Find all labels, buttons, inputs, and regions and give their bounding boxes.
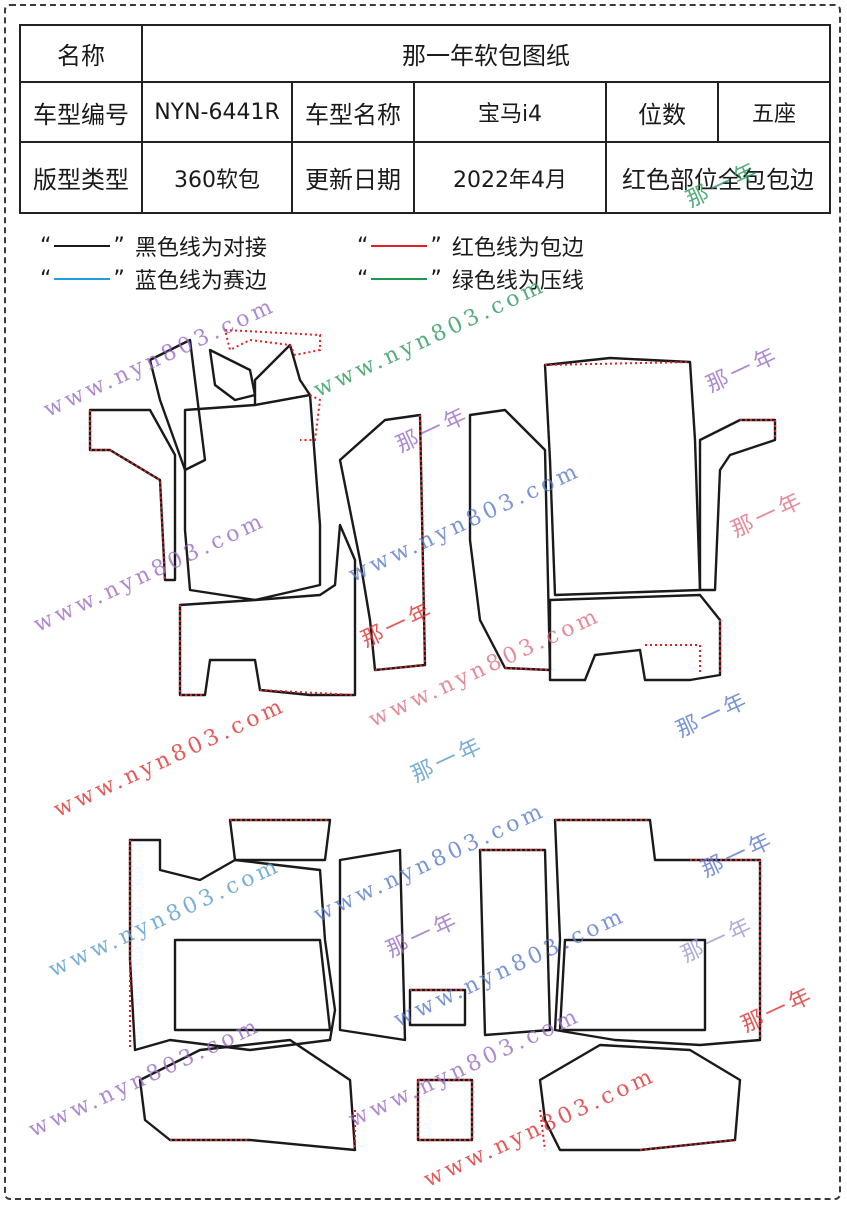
date-value: 2022年4月: [413, 141, 607, 214]
legend-blue: “ ” 蓝色线为赛边: [40, 263, 267, 295]
center-long-strip: [338, 848, 407, 1042]
left-floor-rear: [138, 1038, 357, 1152]
upper-right-panel-group: [468, 356, 777, 682]
name-value: 那一年软包图纸: [141, 24, 831, 83]
legend-black: “ ” 黑色线为对接: [40, 230, 267, 262]
model-no-value: NYN-6441R: [141, 81, 293, 143]
right-floor-rear: [538, 1043, 742, 1152]
left-floor-tunnel: [228, 818, 332, 862]
legend-label-black: 黑色线为对接: [134, 236, 267, 261]
lower-console: [178, 523, 357, 697]
legend-label-green: 绿色线为压线: [451, 269, 584, 294]
legend-label-blue: 蓝色线为赛边: [134, 269, 267, 294]
name-label: 名称: [19, 24, 143, 83]
red-binding-lines: [89, 328, 776, 1151]
legend-line-red: [371, 245, 428, 247]
legend-green: “ ” 绿色线为压线: [357, 263, 584, 295]
model-name-value: 宝马i4: [413, 81, 607, 143]
glovebox-piece: [208, 348, 257, 402]
legend-red: “ ” 红色线为包边: [357, 230, 584, 262]
center-tall-strip: [478, 848, 552, 1037]
date-label: 更新日期: [291, 141, 415, 214]
seats-value: 五座: [717, 81, 831, 143]
pillar-piece: [148, 338, 207, 472]
lower-right-piece: [548, 593, 722, 682]
left-floor-main: [128, 838, 337, 1052]
red-note: 红色部位全包包边: [605, 141, 831, 214]
info-table: 名称 那一年软包图纸 车型编号 NYN-6441R 车型名称 宝马i4 位数 五…: [19, 24, 831, 214]
right-floor-main: [553, 818, 762, 1047]
legend-line-black: [54, 245, 111, 247]
type-label: 版型类型: [19, 141, 143, 214]
legend-label-red: 红色线为包边: [451, 236, 584, 261]
lower-left-floor-group: [128, 818, 407, 1152]
legend-line-green: [371, 278, 428, 280]
legend-line-blue: [54, 278, 111, 280]
left-floor-seat-area: [173, 938, 332, 1032]
top-panel-right: [543, 356, 702, 597]
dashed-border: [4, 4, 841, 1200]
seats-label: 位数: [605, 81, 719, 143]
top-vent-piece: [253, 343, 312, 407]
model-no-label: 车型编号: [19, 81, 143, 143]
right-floor-seat-area: [558, 938, 707, 1032]
tall-strip-right: [468, 408, 552, 672]
model-name-label: 车型名称: [291, 81, 415, 143]
center-panel: [183, 393, 322, 602]
type-value: 360软包: [141, 141, 293, 214]
